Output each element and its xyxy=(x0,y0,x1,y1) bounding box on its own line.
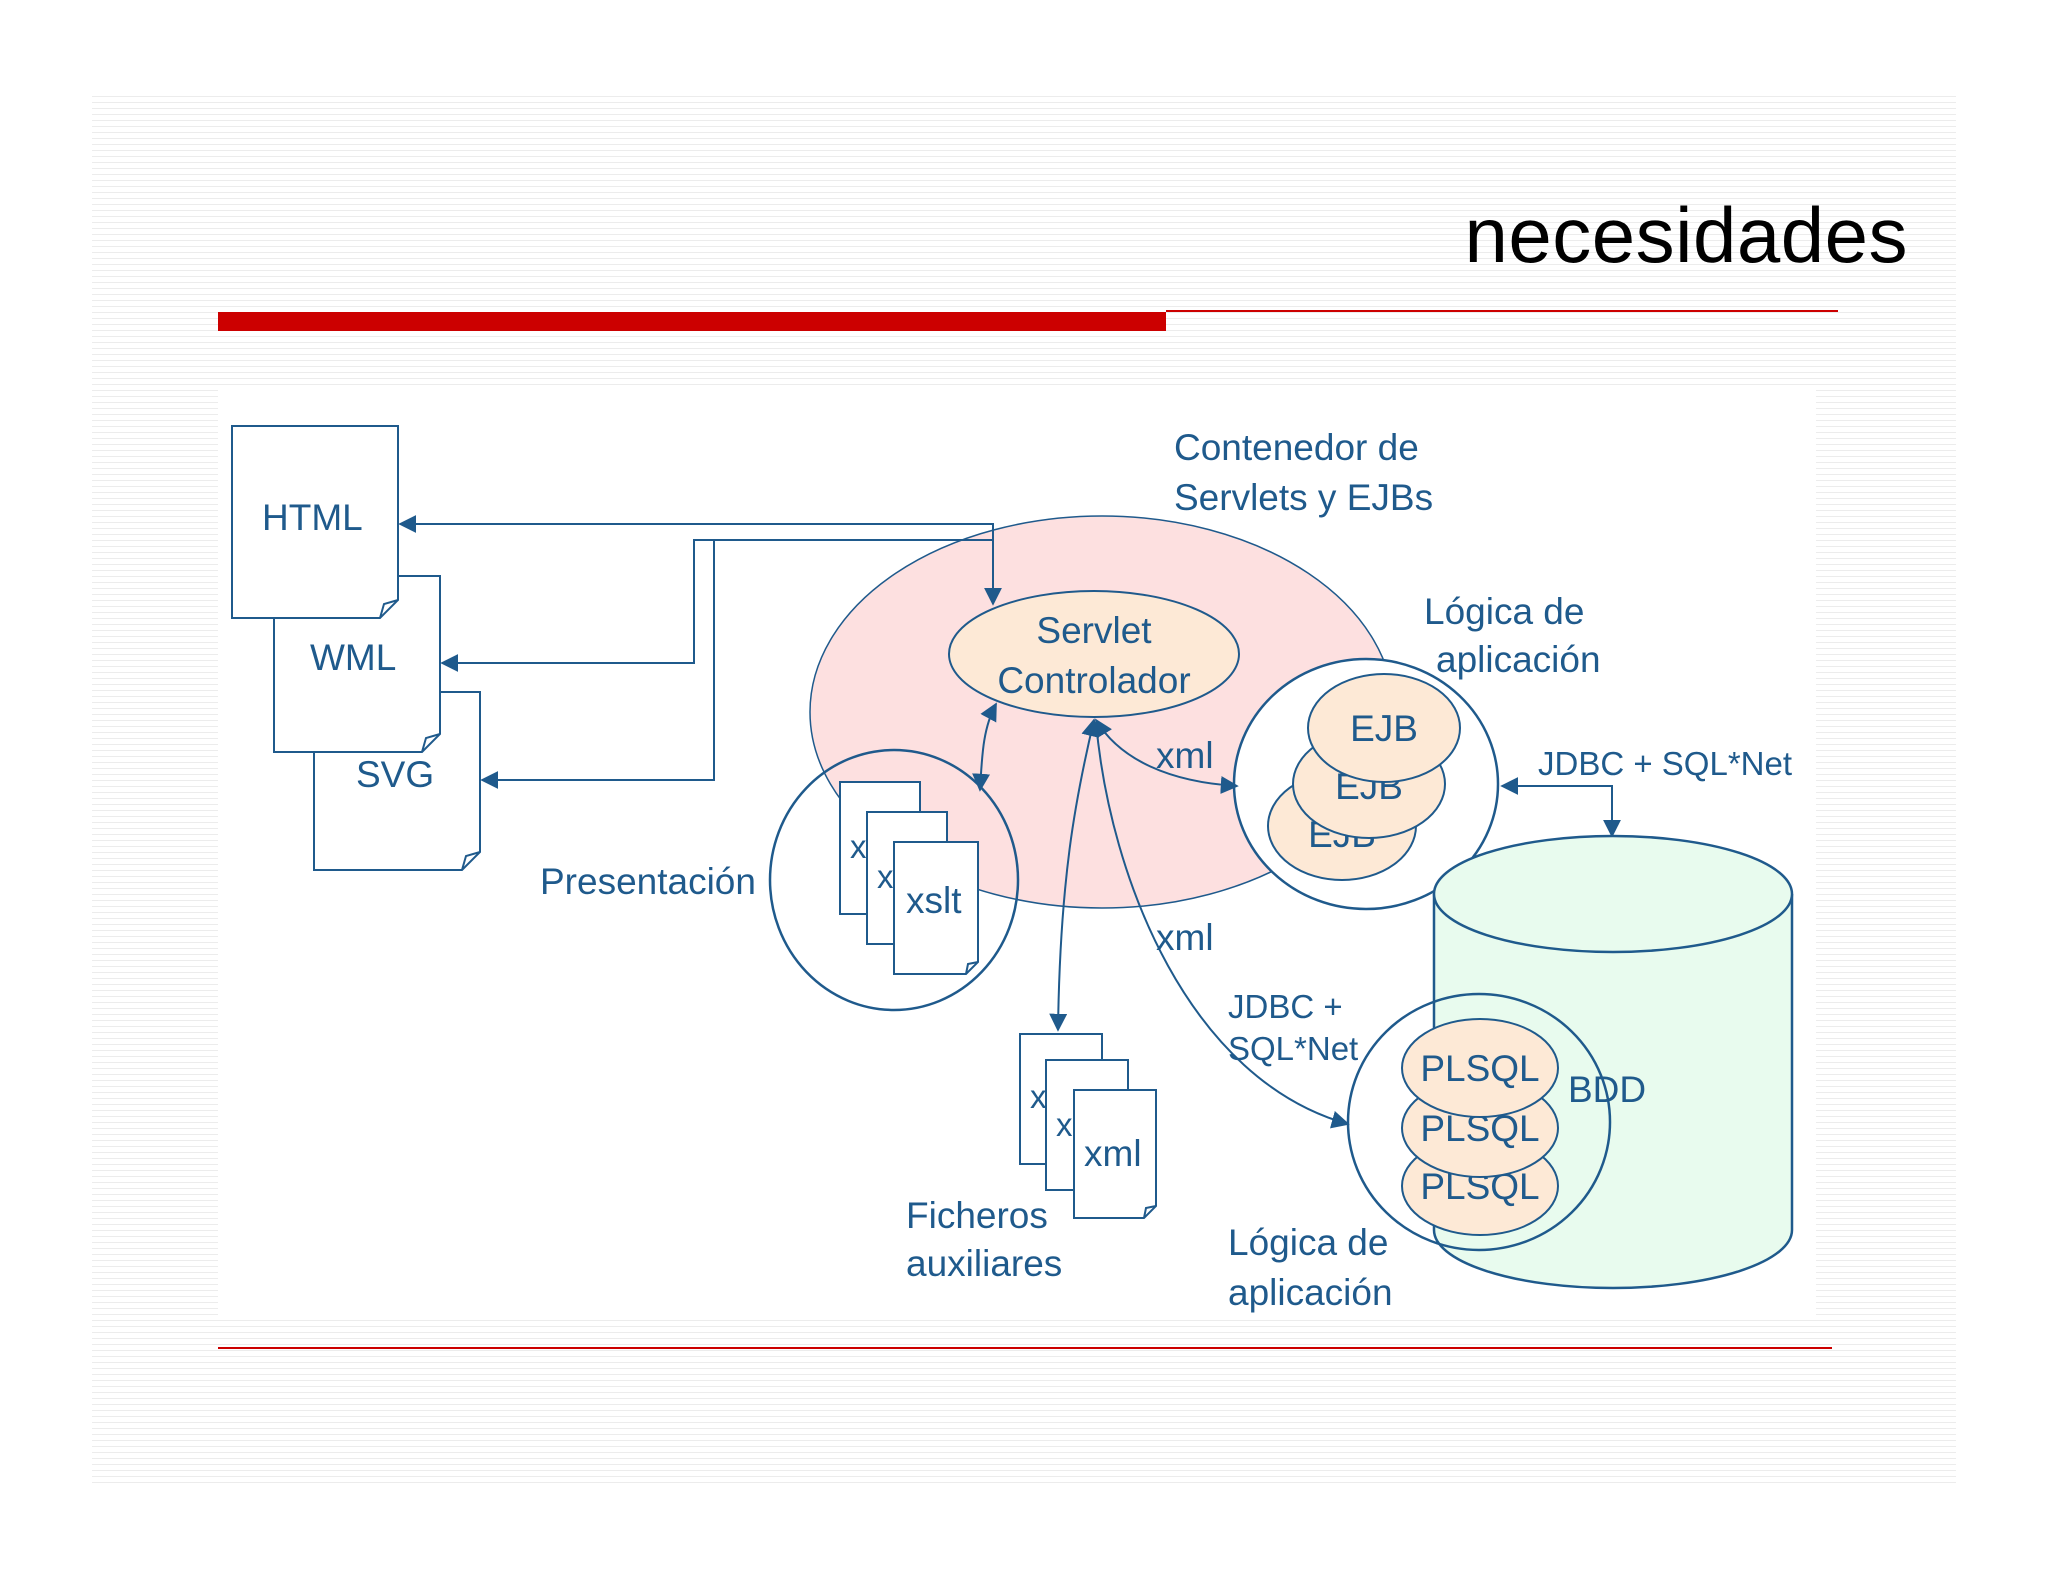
xslt-doc-label-1: x xyxy=(850,828,867,865)
ejb-label-1: EJB xyxy=(1350,708,1418,749)
arrow-servlet-to-xslt xyxy=(972,702,997,792)
arrow-servlet-to-xml-files xyxy=(1049,718,1100,1032)
logic-bottom-label-line1: Lógica de xyxy=(1228,1222,1388,1263)
svg-doc-label: SVG xyxy=(356,754,434,795)
container-label-line2: Servlets y EJBs xyxy=(1174,477,1433,518)
xml-doc-label-2: x xyxy=(1056,1106,1073,1143)
xml-label-ejb: xml xyxy=(1156,735,1214,776)
ejb-component-1 xyxy=(1307,673,1461,783)
logic-bottom-label-line2: aplicación xyxy=(1228,1272,1393,1313)
xml-label-db: xml xyxy=(1156,917,1214,958)
container-label-line1: Contenedor de xyxy=(1174,427,1419,468)
footer-rule xyxy=(218,1347,1832,1349)
servlet-controller xyxy=(948,590,1240,718)
title-underline-thin xyxy=(1166,310,1838,312)
plsql-component-1 xyxy=(1401,1018,1559,1118)
presentation-label: Presentación xyxy=(540,861,756,902)
arrow-servlet-to-ejb xyxy=(1095,718,1239,795)
aux-files-label-line2: auxiliares xyxy=(906,1243,1062,1284)
jdbc-db-label-line2: SQL*Net xyxy=(1228,1030,1358,1067)
xslt-doc-label-3: xslt xyxy=(906,880,962,921)
xml-document-3 xyxy=(1073,1089,1157,1219)
xml-doc-label-1: x xyxy=(1030,1078,1047,1115)
arrow-servlet-to-svg xyxy=(480,539,993,789)
wml-document xyxy=(273,575,441,753)
logic-top-label-line1: Lógica de xyxy=(1424,591,1584,632)
servlet-label-line2: Controlador xyxy=(997,660,1190,701)
slide-title: necesidades xyxy=(1464,191,1908,279)
title-underline-thick xyxy=(218,312,1166,331)
presentation-circle xyxy=(768,748,1020,1012)
arrow-servlet-to-html xyxy=(398,515,994,533)
html-document xyxy=(231,425,399,619)
xslt-doc-label-2: x xyxy=(877,858,894,895)
xslt-document-3 xyxy=(893,841,979,975)
plsql-label-1: PLSQL xyxy=(1420,1048,1539,1089)
servlet-label-line1: Servlet xyxy=(1036,610,1152,651)
aux-files-label-line1: Ficheros xyxy=(906,1195,1048,1236)
arrow-ejb-to-db xyxy=(1500,777,1621,838)
xml-doc-label-3: xml xyxy=(1084,1133,1142,1174)
jdbc-ejb-label: JDBC + SQL*Net xyxy=(1538,745,1792,782)
jdbc-db-label-line1: JDBC + xyxy=(1228,988,1343,1025)
db-label: BDD xyxy=(1568,1069,1646,1110)
logic-top-label-line2: aplicación xyxy=(1436,639,1601,680)
arrow-servlet-to-plsql xyxy=(1095,721,1350,1129)
wml-doc-label: WML xyxy=(310,637,396,678)
html-doc-label: HTML xyxy=(262,497,363,538)
